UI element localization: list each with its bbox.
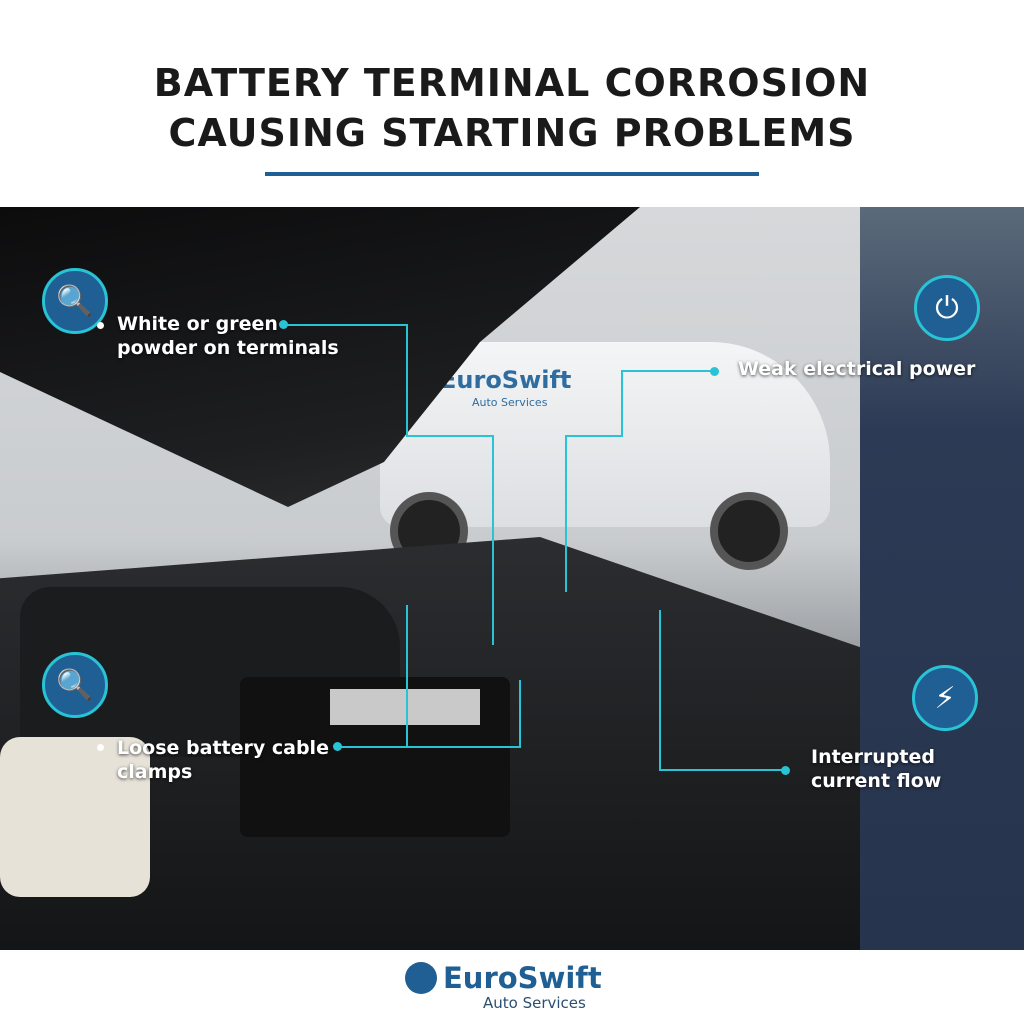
callout-corrosion: White or green powder on terminals (117, 313, 339, 359)
power-icon: ⏻ (914, 275, 980, 341)
callout-interrupted-current: Interrupted current flow (811, 746, 942, 792)
lightning-icon: ⚡ (912, 665, 978, 731)
footer (0, 950, 1024, 1024)
euroswift-logo: EuroSwift (405, 962, 602, 994)
van-sub: Auto Services (472, 396, 548, 409)
hero-photo: EuroSwift Auto Services (0, 207, 1024, 950)
magnifier-icon: 🔍 (42, 652, 108, 718)
callout-loose-clamps: Loose battery cable clamps (117, 737, 329, 783)
wheel (710, 492, 788, 570)
logo-tagline: Auto Services (483, 994, 586, 1012)
callout-weak-power: Weak electrical power (738, 358, 976, 380)
logo-swoosh-icon (405, 962, 437, 994)
van-brand: EuroSwift (440, 366, 572, 394)
coolant-reservoir (0, 737, 150, 897)
title-underline (265, 172, 759, 176)
car-battery (240, 677, 510, 837)
